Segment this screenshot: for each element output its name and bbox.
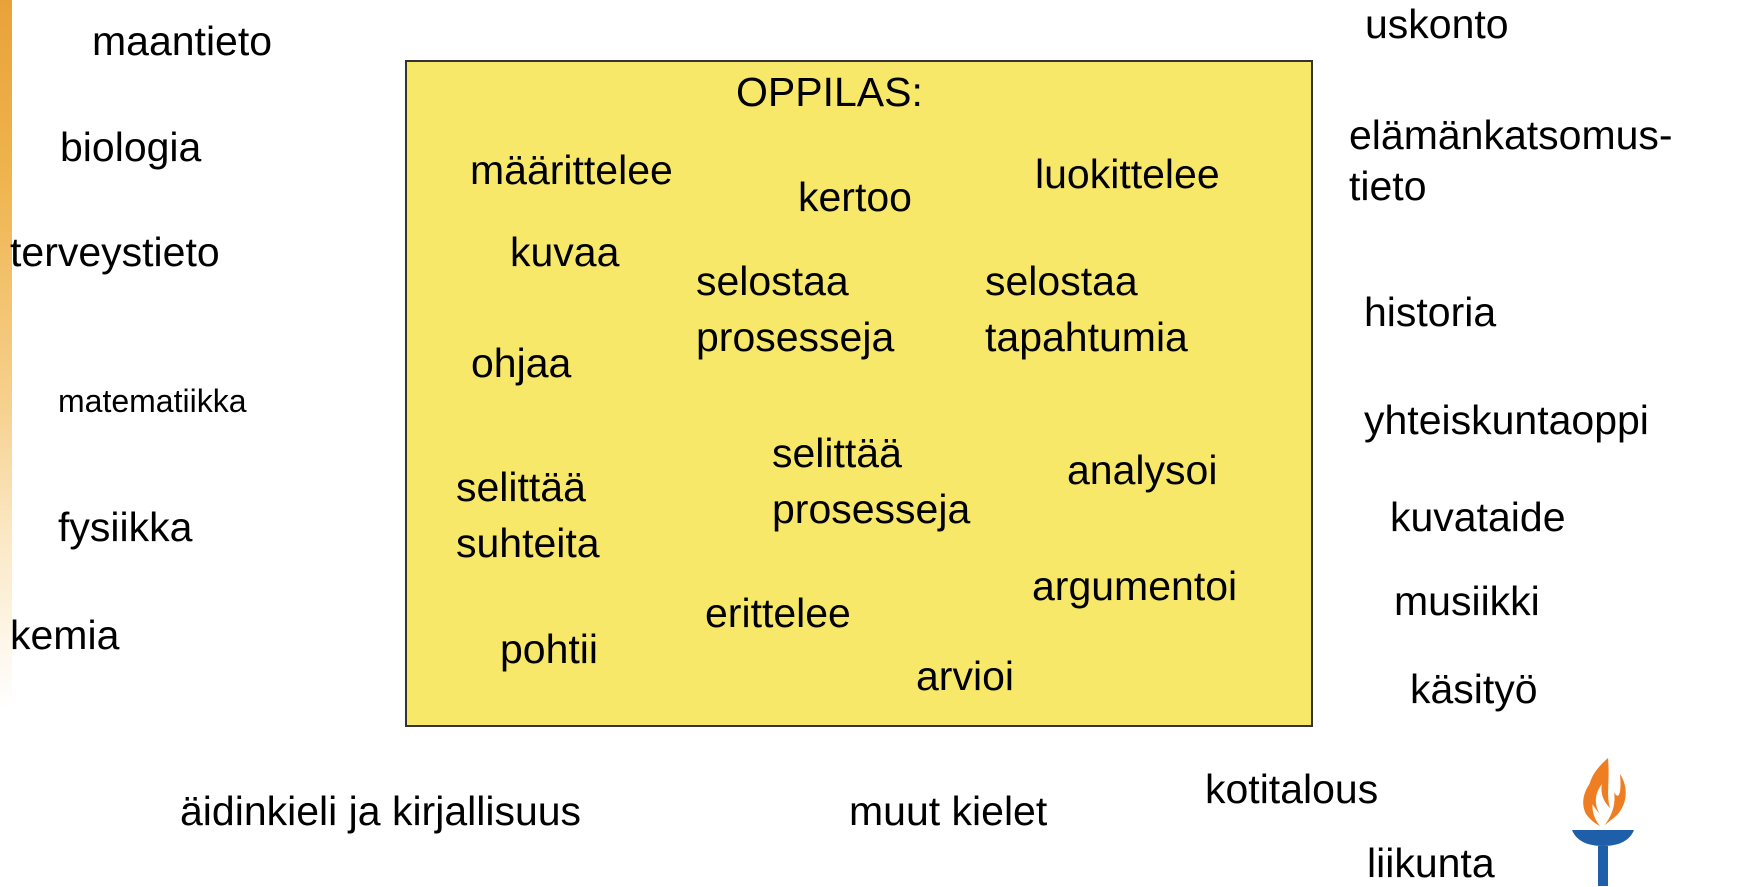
verb-selittaa-suhteita-line1: selittää [456,464,586,510]
verb-ohjaa: ohjaa [471,340,572,386]
subject-terveystieto: terveystieto [10,229,220,275]
verb-selostaa-prosesseja-line1: selostaa [696,258,849,304]
torch-bowl [1572,830,1634,846]
subject-aidinkieli: äidinkieli ja kirjallisuus [180,788,582,834]
verb-argumentoi: argumentoi [1032,563,1238,609]
verb-kuvaa: kuvaa [510,229,620,275]
subject-biologia: biologia [60,124,202,170]
verb-selittaa-suhteita-line2: suhteita [456,520,600,566]
torch-logo-icon [1572,758,1634,886]
verb-maarittelee: määrittelee [470,147,673,193]
subject-musiikki: musiikki [1394,578,1540,624]
subject-maantieto: maantieto [92,18,273,64]
subject-kuvataide: kuvataide [1390,494,1566,540]
verb-selostaa-tapahtumia-line1: selostaa [985,258,1138,304]
subject-liikunta: liikunta [1367,840,1495,886]
verb-pohtii: pohtii [500,626,599,672]
verb-luokittelee: luokittelee [1035,151,1220,197]
subject-uskonto: uskonto [1365,1,1509,47]
subject-muut-kielet: muut kielet [849,788,1048,834]
edge-decoration [0,0,12,886]
subject-kotitalous: kotitalous [1205,766,1379,812]
verb-analysoi: analysoi [1067,447,1218,493]
verb-selostaa-prosesseja-line2: prosesseja [696,314,895,360]
subject-fysiikka: fysiikka [58,504,193,550]
subject-kasityo: käsityö [1410,666,1538,712]
verb-kertoo: kertoo [798,174,912,220]
verb-arvioi: arvioi [916,653,1014,699]
subject-elamankatsomustieto-line1: elämänkatsomus- [1349,112,1673,158]
verb-selittaa-prosesseja-line1: selittää [772,430,902,476]
box-title: OPPILAS: [736,69,923,115]
subject-kemia: kemia [10,612,120,658]
verb-erittelee: erittelee [705,590,851,636]
verb-selostaa-tapahtumia-line2: tapahtumia [985,314,1188,360]
subject-matematiikka: matematiikka [58,383,247,419]
subject-historia: historia [1364,289,1497,335]
torch-handle [1598,846,1608,886]
flame-icon [1583,758,1626,826]
verb-selittaa-prosesseja-line2: prosesseja [772,486,971,532]
student-box: OPPILAS: määrittelee kertoo luokittelee … [405,60,1313,727]
subject-elamankatsomustieto-line2: tieto [1349,163,1427,209]
subject-yhteiskuntaoppi: yhteiskuntaoppi [1364,397,1649,443]
